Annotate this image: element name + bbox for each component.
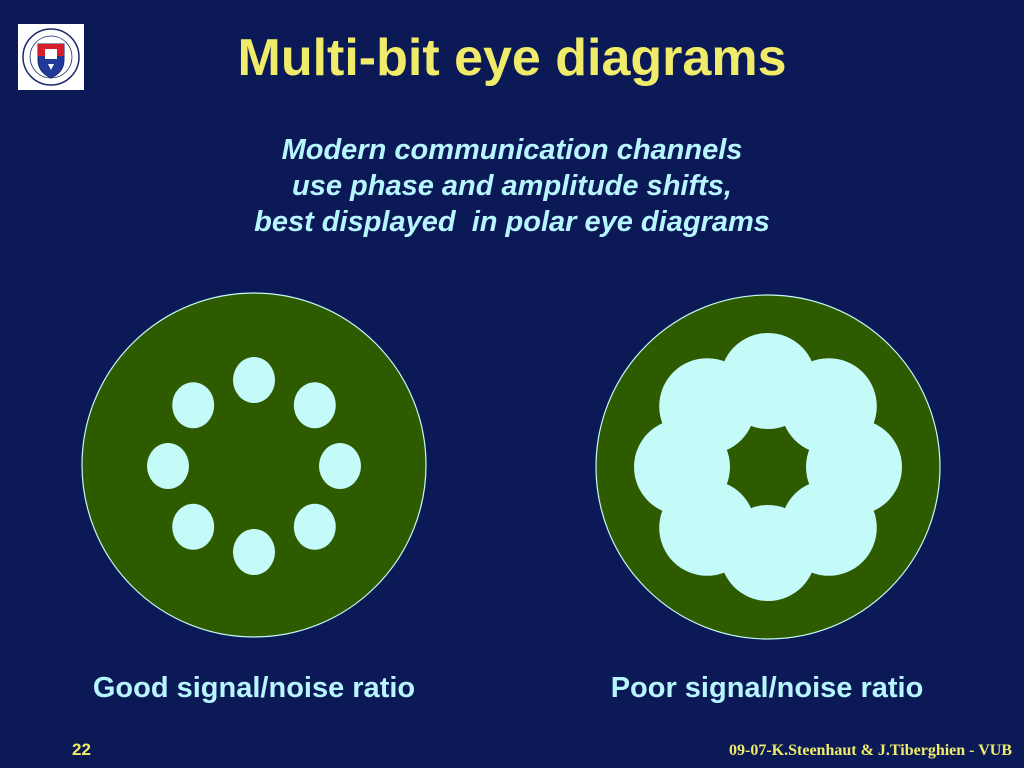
constellation-point	[233, 529, 275, 575]
subtitle-line: Modern communication channels	[281, 134, 743, 166]
slide-subtitle: Modern communication channels use phase …	[0, 132, 1024, 240]
slide-number: 22	[72, 740, 91, 759]
constellation-point	[293, 503, 336, 550]
constellation-point	[233, 357, 275, 403]
poor-snr-caption: Poor signal/noise ratio	[610, 672, 924, 704]
noisy-constellation-point	[659, 358, 756, 455]
subtitle-line: best displayed in polar eye diagrams	[254, 206, 770, 238]
good-snr-disc	[81, 292, 427, 638]
constellation-point	[172, 503, 215, 550]
subtitle-line: use phase and amplitude shifts,	[292, 170, 732, 202]
slide-title: Multi-bit eye diagrams	[237, 29, 787, 87]
good-snr-diagram	[81, 292, 427, 638]
university-seal-icon	[22, 28, 80, 86]
good-snr-caption: Good signal/noise ratio	[92, 672, 416, 704]
poor-snr-diagram	[595, 294, 941, 640]
constellation-point	[172, 382, 215, 429]
constellation-point	[293, 382, 336, 429]
footer-credit: 09-07-K.Steenhaut & J.Tiberghien - VUB	[729, 742, 1012, 759]
constellation-point	[319, 443, 361, 489]
university-logo	[18, 24, 84, 90]
constellation-point	[147, 443, 189, 489]
